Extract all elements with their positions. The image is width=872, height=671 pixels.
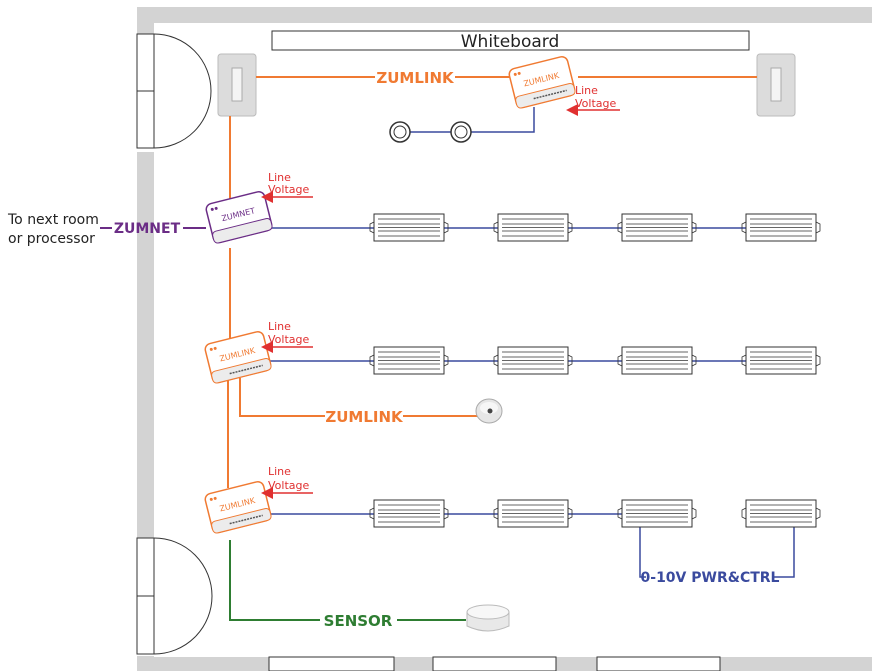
line-voltage-text-line: Line	[268, 171, 291, 184]
external-link: To next room or processor ZUMNET	[7, 212, 206, 247]
zumlink-device-bottom[interactable]: ZUMLINK	[204, 480, 272, 534]
light-fixture[interactable]	[369, 346, 449, 375]
zumnet-device[interactable]: ZUMNET	[205, 190, 273, 244]
whiteboard-label: Whiteboard	[461, 32, 560, 52]
sensor-wiring	[229, 540, 466, 621]
occupancy-sensor-wireless[interactable]	[475, 398, 503, 424]
light-fixture[interactable]	[369, 213, 449, 242]
downlight[interactable]	[450, 121, 472, 143]
door-top	[136, 33, 212, 149]
zumlink-label-mid: ZUMLINK	[325, 408, 404, 426]
sensor-label: SENSOR	[324, 612, 393, 630]
whiteboard: Whiteboard	[271, 30, 750, 52]
wall-switch-right[interactable]	[756, 53, 796, 117]
door-bottom	[136, 537, 213, 655]
zumlink-device-mid[interactable]: ZUMLINK	[204, 330, 272, 384]
control-label: 0-10V PWR&CTRL	[641, 570, 780, 586]
light-fixture[interactable]	[741, 499, 821, 528]
line-voltage-mid: Line Voltage	[261, 320, 313, 353]
line-voltage-top: Line Voltage	[566, 84, 620, 116]
light-fixture[interactable]	[617, 346, 697, 375]
bottom-windows	[268, 656, 721, 671]
external-text-1: To next room	[7, 212, 99, 228]
light-fixture[interactable]	[493, 499, 573, 528]
light-fixture[interactable]	[617, 213, 697, 242]
wall-switch-left[interactable]	[217, 53, 257, 117]
line-voltage-text-line: Line	[268, 465, 291, 478]
downlight[interactable]	[389, 121, 411, 143]
zumnet-link-label: ZUMNET	[114, 221, 181, 237]
external-text-2: or processor	[8, 231, 95, 247]
fixture-wiring	[268, 107, 795, 578]
light-fixture[interactable]	[741, 213, 821, 242]
zumlink-device-top[interactable]: ZUMLINK	[508, 55, 576, 109]
line-voltage-text-voltage: Voltage	[268, 333, 309, 346]
line-voltage-text-line: Line	[575, 84, 598, 97]
room-walls	[137, 7, 872, 671]
light-fixture[interactable]	[741, 346, 821, 375]
line-voltage-text-voltage: Voltage	[575, 97, 616, 110]
occupancy-sensor-wired[interactable]	[466, 604, 510, 632]
zumlink-label-top: ZUMLINK	[376, 69, 455, 87]
light-fixture[interactable]	[493, 213, 573, 242]
line-voltage-text-voltage: Voltage	[268, 479, 309, 492]
light-fixture[interactable]	[369, 499, 449, 528]
light-fixture[interactable]	[493, 346, 573, 375]
line-voltage-bottom: Line Voltage	[261, 465, 313, 499]
line-voltage-zumnet: Line Voltage	[261, 171, 313, 203]
zumlink-wiring	[227, 76, 757, 488]
line-voltage-text-line: Line	[268, 320, 291, 333]
line-voltage-text-voltage: Voltage	[268, 183, 309, 196]
light-fixture[interactable]	[617, 499, 697, 528]
